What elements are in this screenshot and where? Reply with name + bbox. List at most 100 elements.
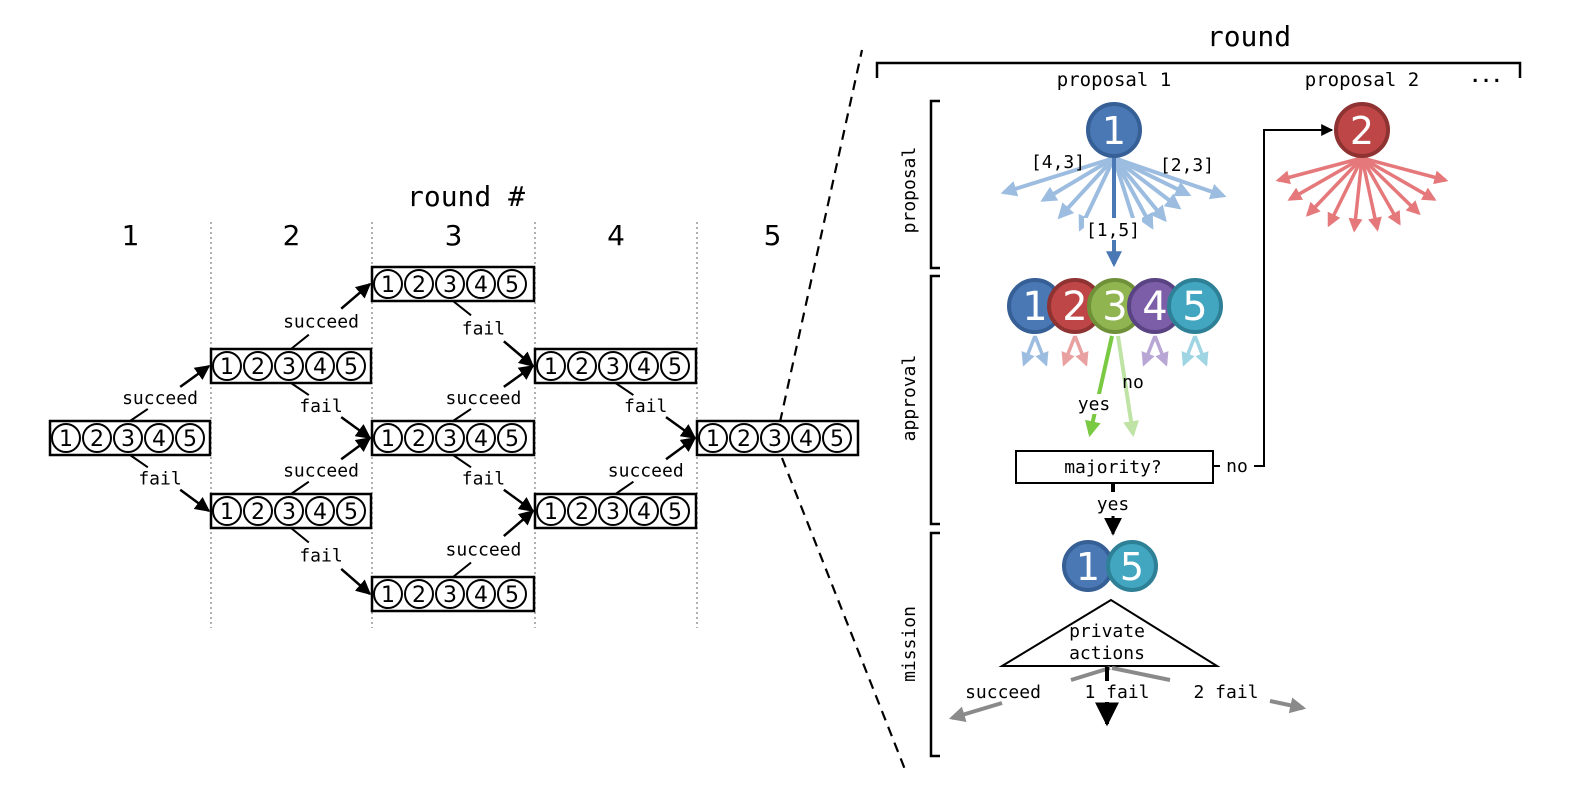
tree-edge-fail: fail [452, 454, 535, 513]
edge-label-succeed: succeed [608, 460, 684, 481]
player-circle [144, 423, 174, 453]
player-circle [212, 496, 242, 526]
proposal-option-arrow [1112, 156, 1167, 223]
player-number: 5 [505, 273, 519, 298]
team-member-1: 1 [1076, 545, 1100, 589]
tree-edge-succeed: succeed [446, 510, 535, 578]
proposal-label-2-3: [2,3] [1160, 155, 1214, 176]
player-circle [305, 496, 335, 526]
player-number: 3 [606, 355, 620, 380]
team-member-5: 5 [1120, 545, 1144, 589]
player-circle [113, 423, 143, 453]
player-circle [567, 496, 597, 526]
voter-number: 2 [1062, 284, 1087, 330]
majority-label: majority? [1064, 457, 1162, 478]
player-circle [497, 579, 527, 609]
player-circle [536, 351, 566, 381]
player-circle [274, 351, 304, 381]
zoom-line-top [778, 49, 864, 423]
player-number: 2 [412, 427, 426, 452]
player-number: 5 [344, 500, 358, 525]
player-number: 3 [768, 427, 782, 452]
player-number: 2 [575, 500, 589, 525]
player-number: 1 [220, 500, 234, 525]
leader-1-token: 1 [1086, 102, 1142, 158]
round-detail: round proposal 1 proposal 2 ... proposal… [875, 20, 1522, 758]
player-number: 4 [799, 427, 813, 452]
more-proposals-ellipsis: ... [1470, 66, 1503, 87]
player-number: 4 [474, 273, 488, 298]
player-circle [729, 423, 759, 453]
player-number: 4 [637, 500, 651, 525]
outcome-2-fail-arrow [1111, 666, 1303, 708]
player-number: 3 [282, 355, 296, 380]
edge-label-succeed: succeed [122, 388, 198, 409]
proposal-phase-label: proposal [899, 147, 920, 234]
player-circle [175, 423, 205, 453]
player-circle [212, 351, 242, 381]
player-number: 1 [381, 583, 395, 608]
proposal-option-arrow [1113, 156, 1227, 200]
player-number: 2 [251, 355, 265, 380]
proposal-label-1-5: [1,5] [1086, 220, 1140, 241]
edge-label-succeed: succeed [446, 388, 522, 409]
outcome-2-fail-label: 2 fail [1193, 682, 1258, 703]
proposal-2-header: proposal 2 [1305, 69, 1419, 91]
vote-yes-arrow [1084, 335, 1114, 438]
proposal-option-arrow [1305, 156, 1364, 217]
proposal-option-arrow [1287, 156, 1363, 201]
tree-edge-succeed: succeed [122, 364, 211, 422]
outcome-succeed-arrow [952, 666, 1111, 718]
majority-no-label: no [1226, 456, 1248, 477]
player-circle [466, 269, 496, 299]
proposal-phase-bracket [929, 99, 940, 270]
proposal-option-arrow [1360, 156, 1421, 216]
outcome-succeed-label: succeed [965, 682, 1041, 703]
proposal-option-arrow [1360, 157, 1401, 226]
vote-no-label: no [1122, 372, 1144, 393]
voter-number: 3 [1102, 284, 1127, 330]
edge-label-succeed: succeed [283, 312, 359, 333]
proposal-2-fan [1275, 156, 1449, 233]
mission-phase-label: mission [899, 606, 920, 682]
round-number-4: 4 [607, 219, 625, 252]
edge-label-fail: fail [624, 396, 667, 417]
tree-edge-succeed: succeed [283, 436, 372, 495]
tree-edge-succeed: succeed [608, 436, 697, 495]
player-number: 3 [443, 273, 457, 298]
edge-label-succeed: succeed [446, 539, 522, 560]
player-number: 5 [344, 355, 358, 380]
player-circle [373, 423, 403, 453]
label-bg [1084, 218, 1142, 240]
tree-edges: succeedfailsucceedfailsucceedfailfailsuc… [122, 283, 697, 595]
player-number: 2 [412, 273, 426, 298]
player-number: 4 [637, 355, 651, 380]
player-number: 1 [706, 427, 720, 452]
player-number: 3 [121, 427, 135, 452]
player-circle [404, 579, 434, 609]
player-number: 2 [251, 500, 265, 525]
round-number-2: 2 [283, 219, 301, 252]
player-number: 5 [505, 427, 519, 452]
player-number: 1 [544, 355, 558, 380]
player-circle [435, 423, 465, 453]
player-circle [791, 423, 821, 453]
player-number: 5 [505, 583, 519, 608]
proposal-option-arrow [1360, 157, 1382, 232]
zoom-line-bottom [780, 457, 908, 773]
round-title: round [1207, 20, 1291, 53]
tree-edge-succeed: succeed [446, 364, 535, 422]
vote-arrows [1021, 335, 1209, 367]
player-circle [243, 351, 273, 381]
player-number: 3 [443, 583, 457, 608]
vote-arrow [1181, 335, 1197, 367]
player-number: 1 [381, 427, 395, 452]
voter-number: 4 [1142, 284, 1167, 330]
player-number: 3 [282, 500, 296, 525]
proposal-option-arrow [1361, 156, 1449, 185]
